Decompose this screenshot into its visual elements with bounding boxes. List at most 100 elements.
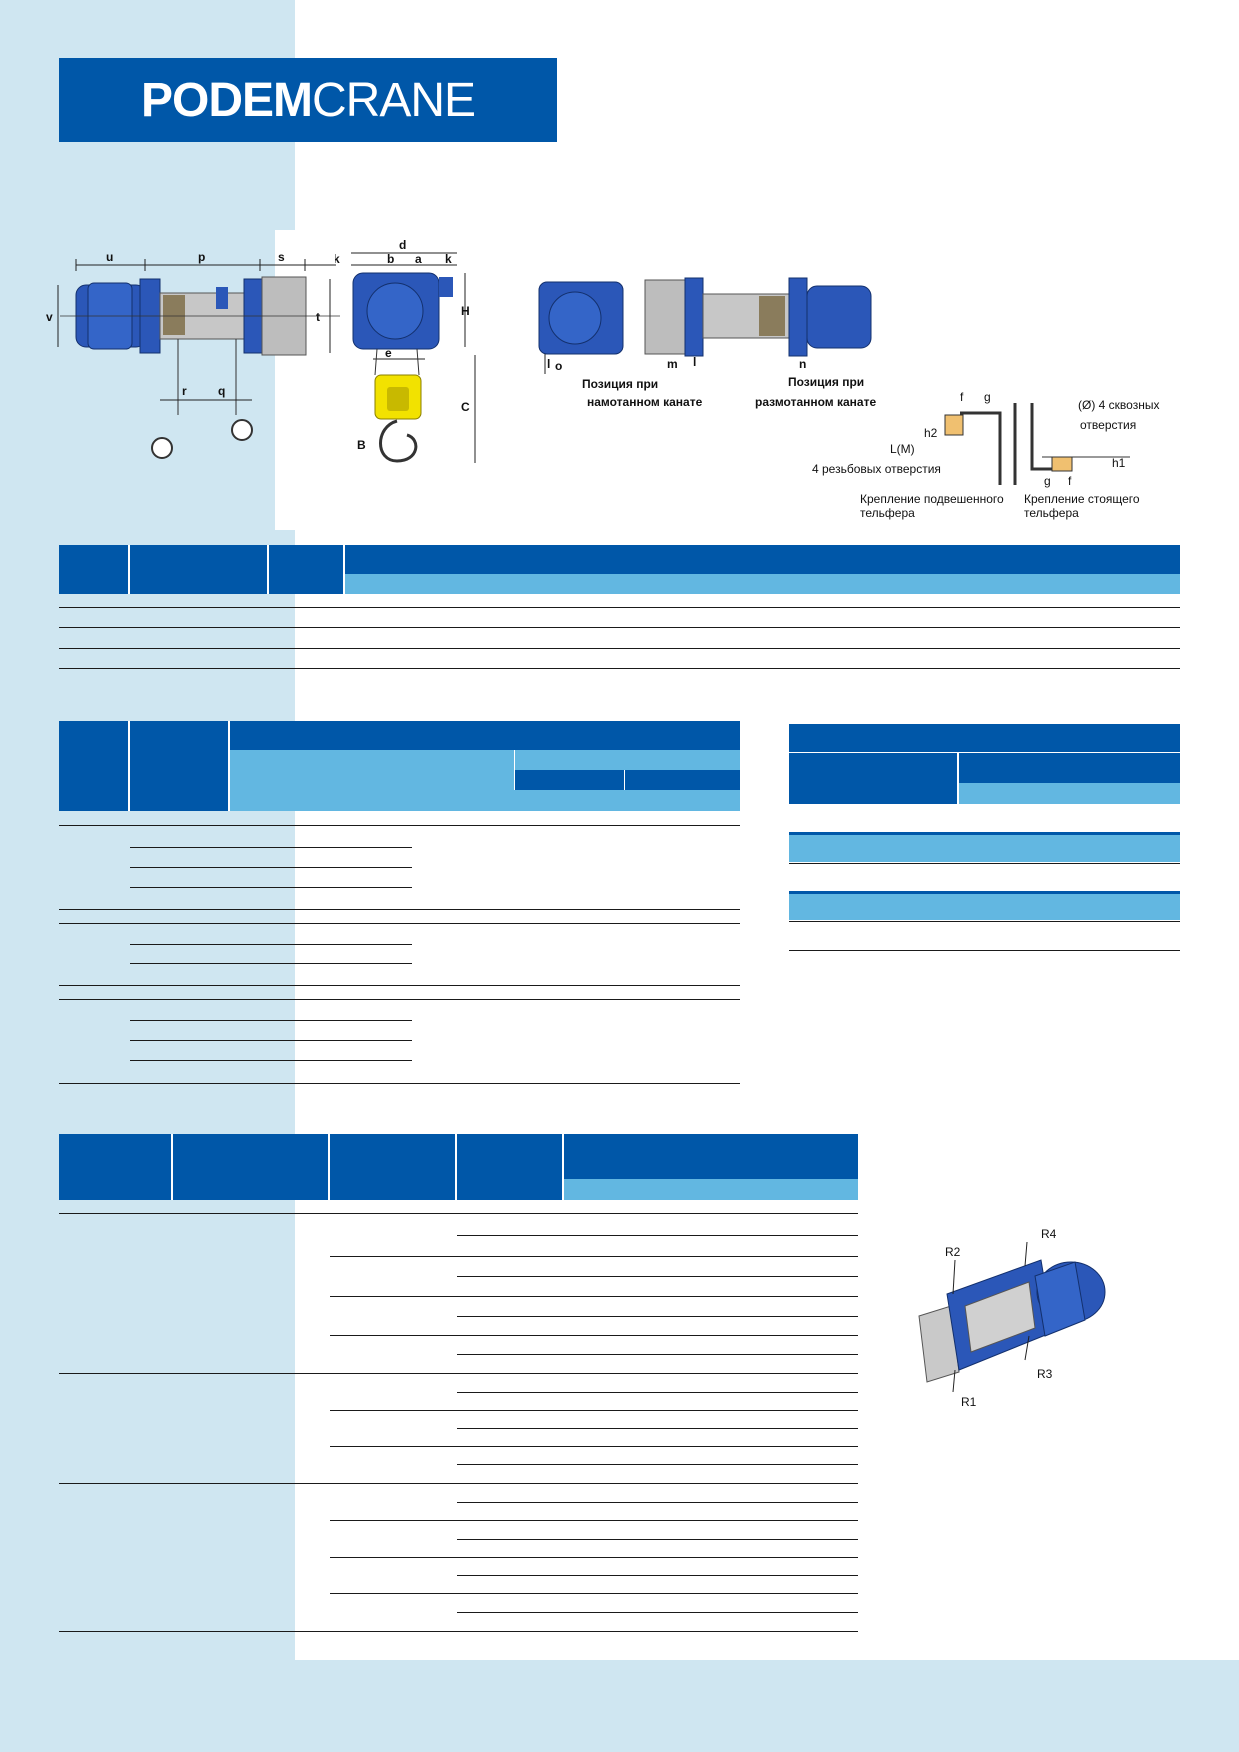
- table2-row-line: [130, 1040, 412, 1041]
- table4-row-line: [457, 1428, 858, 1429]
- dim-l-left: l: [547, 357, 550, 371]
- dim-H: H: [461, 304, 470, 318]
- dim-v: v: [46, 310, 53, 324]
- standing-mount-1: Крепление стоящего: [1024, 492, 1140, 506]
- table2-row-line: [59, 1083, 740, 1084]
- table2-row-line: [130, 963, 412, 964]
- mount-f-bottom: f: [1068, 474, 1072, 488]
- table3-row-line: [789, 950, 1180, 951]
- table2-row-line: [130, 867, 412, 868]
- table4-row-line: [330, 1256, 858, 1257]
- table2-divider: [624, 770, 625, 790]
- mount-g-bottom: g: [1044, 474, 1051, 488]
- reaction-R4: R4: [1041, 1227, 1057, 1241]
- table1-row-line: [59, 627, 1180, 628]
- wound-label-1: Позиция при: [582, 377, 658, 391]
- hoist-front-view-diagram: d k b a k H e C B: [335, 238, 476, 463]
- dim-s: s: [278, 250, 285, 264]
- table4-divider: [455, 1134, 457, 1200]
- suspended-mount-2: тельфера: [860, 506, 915, 520]
- table2-subheader-dark: [514, 770, 740, 790]
- table1-row-line: [59, 648, 1180, 649]
- mount-h1: h1: [1112, 456, 1126, 470]
- table4-row-line: [59, 1373, 858, 1374]
- standing-mount-2: тельфера: [1024, 506, 1079, 520]
- dim-B: B: [357, 438, 366, 452]
- table1-divider: [343, 545, 345, 594]
- dim-m: m: [667, 357, 678, 371]
- table2-row-line: [59, 825, 740, 826]
- table4-row-line: [457, 1354, 858, 1355]
- threaded-holes-label: 4 резьбовых отверстия: [812, 462, 941, 476]
- table4-divider: [171, 1134, 173, 1200]
- table4-row-line: [330, 1557, 858, 1558]
- table2-divider: [514, 750, 515, 790]
- dim-b: b: [387, 252, 394, 266]
- table3-divider: [957, 752, 959, 804]
- table3-divider: [789, 752, 1180, 753]
- dim-k-right: k: [445, 252, 452, 266]
- table4-row-line: [330, 1446, 858, 1447]
- dim-n: n: [799, 357, 806, 371]
- table4-row-line: [330, 1296, 858, 1297]
- hoist-side-view-diagram: u p s v t r q: [46, 250, 340, 459]
- dim-C: C: [461, 400, 470, 414]
- table1-divider: [128, 545, 130, 594]
- table4-row-line: [457, 1392, 858, 1393]
- table4-row-line: [59, 1213, 858, 1214]
- table3-subheader: [959, 783, 1180, 804]
- dim-l-mid: l: [693, 355, 696, 369]
- table4-row-line: [457, 1539, 858, 1540]
- table1-row-line: [59, 607, 1180, 608]
- dim-q: q: [218, 384, 225, 398]
- table3-band-top: [789, 832, 1180, 835]
- reaction-R2: R2: [945, 1245, 961, 1259]
- hoist-reaction-forces-diagram: R2 R4 R3 R1: [918, 1227, 1106, 1409]
- reaction-R1: R1: [961, 1395, 977, 1409]
- table4-row-line: [457, 1612, 858, 1613]
- table2-row-line: [130, 847, 412, 848]
- rope-position-diagram: l o m l n Позиция при намотанном канате …: [538, 277, 876, 409]
- table4-divider: [328, 1134, 330, 1200]
- dim-e: e: [385, 346, 392, 360]
- table4-row-line: [330, 1520, 858, 1521]
- table4-row-line: [457, 1276, 858, 1277]
- table3-row-line: [789, 921, 1180, 922]
- table2-row-line: [59, 999, 740, 1000]
- unwound-label-1: Позиция при: [788, 375, 864, 389]
- mount-f-top: f: [960, 390, 964, 404]
- table2-row-line: [130, 887, 412, 888]
- table4-row-line: [330, 1410, 858, 1411]
- table4-row-line: [457, 1316, 858, 1317]
- table2-row-line: [130, 1060, 412, 1061]
- table1-subheader: [345, 574, 1180, 594]
- table4-row-line: [457, 1575, 858, 1576]
- table2-row-line: [59, 923, 740, 924]
- dim-t: t: [316, 310, 320, 324]
- dim-r: r: [182, 384, 187, 398]
- table4-row-line: [457, 1235, 858, 1236]
- table2-row-line: [130, 1020, 412, 1021]
- table2-row-line: [59, 985, 740, 986]
- unwound-label-2: размотанном канате: [755, 395, 876, 409]
- table4-row-line: [330, 1335, 858, 1336]
- dim-a: a: [415, 252, 422, 266]
- reaction-R3: R3: [1037, 1367, 1053, 1381]
- table3-band: [789, 894, 1180, 920]
- table3-band-top: [789, 891, 1180, 894]
- wound-label-2: намотанном канате: [587, 395, 703, 409]
- table2-divider: [228, 721, 230, 811]
- table2-row-line: [130, 944, 412, 945]
- table3-row-line: [789, 863, 1180, 864]
- table1-row-line: [59, 668, 1180, 669]
- mount-g-top: g: [984, 390, 991, 404]
- table2-divider: [128, 721, 130, 811]
- dim-p: p: [198, 250, 205, 264]
- table1-divider: [267, 545, 269, 594]
- mount-lm: L(M): [890, 442, 915, 456]
- dim-k-left: k: [335, 252, 340, 266]
- table2-row-line: [59, 909, 740, 910]
- dim-u: u: [106, 250, 113, 264]
- table4-subheader: [564, 1179, 858, 1200]
